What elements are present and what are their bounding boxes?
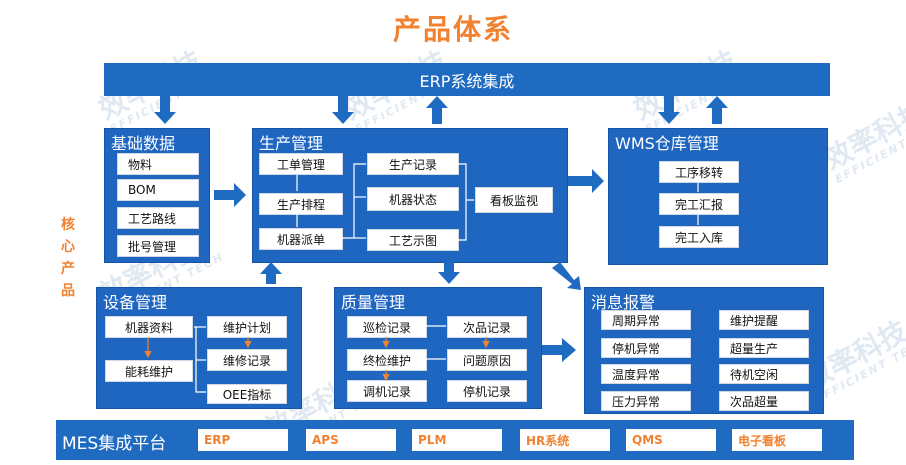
arrow-production-to-erp: [426, 96, 448, 124]
mes-title: MES集成平台: [62, 434, 167, 454]
wms-item[interactable]: 工序移转: [659, 161, 739, 183]
equipment-item[interactable]: 机器资料: [105, 316, 193, 338]
arrow-basic-to-production: [214, 183, 246, 207]
mes-item-hr[interactable]: HR系统: [520, 429, 610, 451]
production-item[interactable]: 看板监视: [475, 187, 553, 213]
panel-title: 设备管理: [103, 293, 168, 312]
production-item[interactable]: 生产排程: [259, 193, 343, 215]
production-panel: 生产管理 工单管理 生产排程 机器派单 生产记录 机器状态 工艺示图 看板监视: [252, 128, 568, 263]
arrow-production-to-alerts: [552, 262, 581, 290]
basic-data-item[interactable]: 批号管理: [117, 235, 199, 257]
link-middle-board: [458, 163, 474, 241]
basic-data-item[interactable]: 工艺路线: [117, 207, 199, 229]
mes-item-plm[interactable]: PLM: [412, 429, 502, 451]
quality-item[interactable]: 问题原因: [447, 349, 527, 371]
page-title: 产品体系: [392, 13, 513, 46]
arrow-equipment-to-production: [260, 262, 282, 284]
basic-data-item[interactable]: BOM: [117, 179, 199, 201]
quality-item[interactable]: 巡检记录: [347, 316, 427, 338]
mes-item-dashboard[interactable]: 电子看板: [732, 429, 822, 451]
mes-item-erp[interactable]: ERP: [198, 429, 288, 451]
arrow-production-to-quality: [438, 262, 460, 284]
quality-item[interactable]: 停机记录: [447, 380, 527, 402]
mes-integration-bar: MES集成平台 ERP APS PLM HR系统 QMS 电子看板: [56, 420, 854, 460]
panel-title: WMS仓库管理: [615, 134, 719, 153]
alerts-panel: 消息报警 周期异常 停机异常 温度异常 压力异常 维护提醒 超量生产 待机空闲 …: [584, 287, 824, 414]
production-item[interactable]: 机器状态: [367, 187, 459, 211]
arrow-erp-to-production: [332, 96, 354, 124]
panel-title: 消息报警: [591, 293, 656, 312]
quality-panel: 质量管理 巡检记录 次品记录 终检维护 问题原因 调机记录 停机记录: [334, 287, 542, 409]
alert-item[interactable]: 次品超量: [719, 391, 809, 411]
wms-panel: WMS仓库管理 工序移转 完工汇报 完工入库: [608, 128, 828, 265]
mes-item-aps[interactable]: APS: [306, 429, 396, 451]
alert-item[interactable]: 周期异常: [601, 310, 691, 330]
equipment-item[interactable]: OEE指标: [207, 384, 287, 404]
panel-title: 质量管理: [341, 293, 406, 312]
quality-item[interactable]: 终检维护: [347, 349, 427, 371]
link-dispatch-middle: [342, 163, 366, 239]
arrow-erp-to-basic: [154, 96, 176, 124]
alert-item[interactable]: 超量生产: [719, 338, 809, 358]
panel-title: 生产管理: [259, 134, 324, 153]
erp-bar-label: ERP系统集成: [419, 71, 515, 91]
production-item[interactable]: 机器派单: [259, 228, 343, 250]
link-equipment-2: [195, 327, 206, 393]
equipment-panel: 设备管理 机器资料 能耗维护 维护计划 维修记录 OEE指标: [96, 287, 302, 409]
alert-item[interactable]: 维护提醒: [719, 310, 809, 330]
mes-item-qms[interactable]: QMS: [626, 429, 716, 451]
alert-item[interactable]: 停机异常: [601, 338, 691, 358]
erp-integration-bar: ERP系统集成: [104, 63, 830, 96]
equipment-item[interactable]: 能耗维护: [105, 360, 193, 382]
wms-item[interactable]: 完工汇报: [659, 193, 739, 215]
production-item[interactable]: 工艺示图: [367, 229, 459, 251]
production-item[interactable]: 工单管理: [259, 153, 343, 175]
alert-item[interactable]: 温度异常: [601, 364, 691, 384]
alert-item[interactable]: 待机空闲: [719, 364, 809, 384]
wms-item[interactable]: 完工入库: [659, 226, 739, 248]
core-products-label: 核心产品: [61, 217, 75, 299]
basic-data-item[interactable]: 物料: [117, 153, 199, 175]
panel-title: 基础数据: [111, 134, 176, 153]
quality-item[interactable]: 次品记录: [447, 316, 527, 338]
arrow-quality-to-alerts: [542, 338, 576, 362]
equipment-item[interactable]: 维修记录: [207, 349, 287, 371]
basic-data-panel: 基础数据 物料 BOM 工艺路线 批号管理: [104, 128, 210, 263]
equipment-item[interactable]: 维护计划: [207, 316, 287, 338]
arrow-wms-to-erp: [706, 96, 728, 124]
arrow-erp-to-wms: [658, 96, 680, 124]
arrow-production-to-wms: [568, 169, 604, 193]
alert-item[interactable]: 压力异常: [601, 391, 691, 411]
